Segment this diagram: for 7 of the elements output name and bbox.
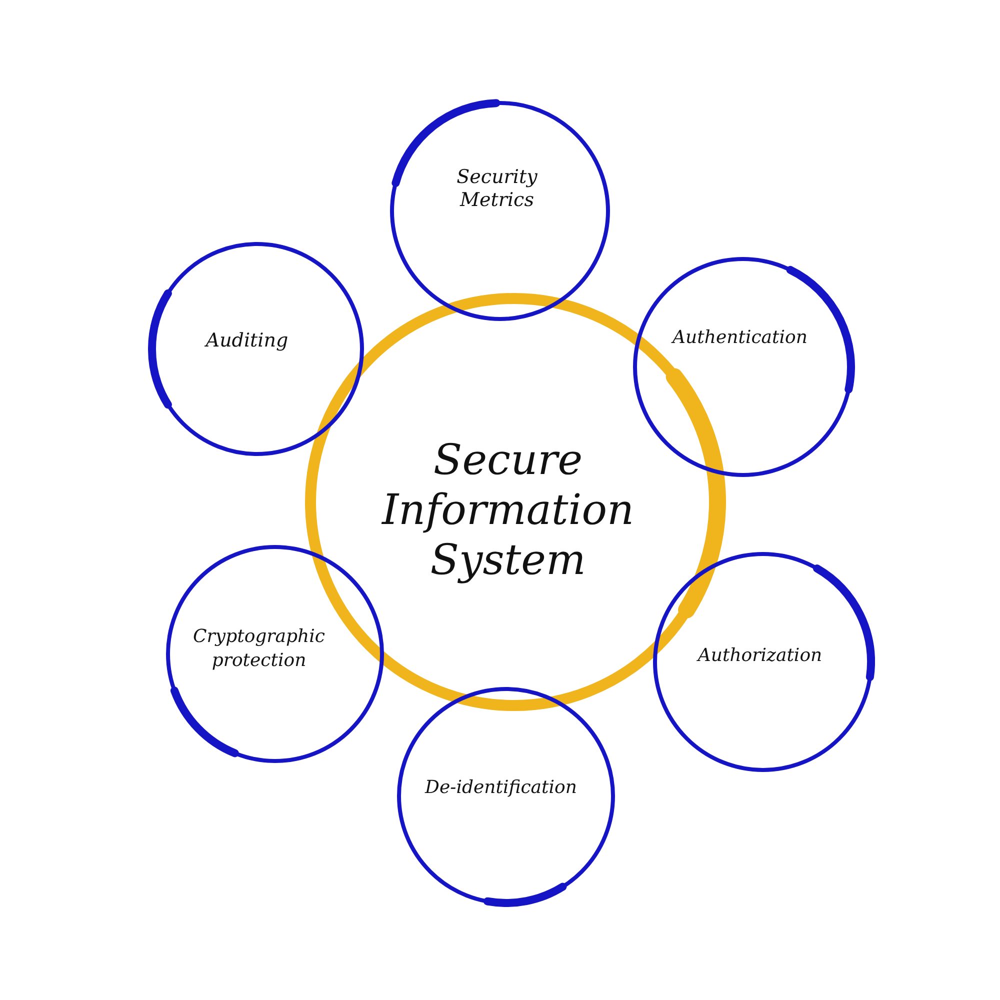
circle-label: Authorization <box>698 645 822 667</box>
center-label: Secure Information System <box>382 435 634 585</box>
circle-label: Cryptographic protection <box>193 625 325 673</box>
circle-label: De-identification <box>425 777 577 799</box>
circle-label: Security Metrics <box>456 166 538 212</box>
circle-label: Authentication <box>672 327 808 349</box>
circle-label: Auditing <box>206 330 288 352</box>
